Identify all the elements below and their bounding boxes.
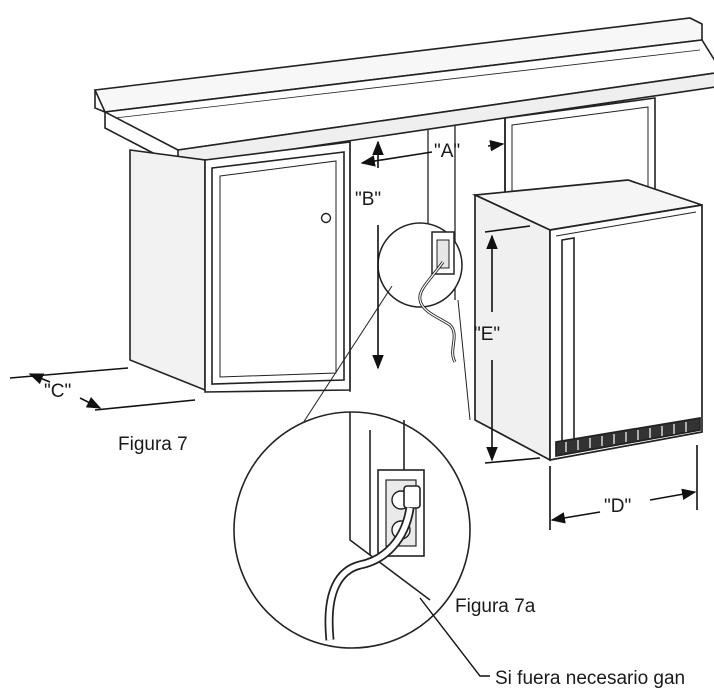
- refrigerator: [471, 179, 703, 462]
- dim-a-line: [360, 151, 433, 167]
- dim-d-line-left: [550, 511, 601, 524]
- dim-c-line-bottom: [79, 397, 102, 409]
- note-leader: [419, 597, 490, 677]
- label-d: "D": [604, 496, 631, 517]
- dimension-lines: [9, 140, 698, 530]
- outlet-detail-large: [233, 285, 471, 649]
- outlet-detail-small: [377, 222, 463, 363]
- door-handle: [561, 237, 575, 443]
- door-knob: [320, 212, 332, 224]
- caption-figure-7a: Figura 7a: [455, 596, 536, 617]
- label-a: "A": [434, 141, 460, 162]
- caption-figure-7: Figura 7: [118, 434, 188, 455]
- dim-c-line-top: [28, 373, 51, 385]
- dim-a-line-right: [487, 140, 505, 152]
- left-cabinet: [129, 141, 351, 393]
- kickplate-grille: [555, 416, 701, 458]
- label-c: "C": [44, 381, 71, 402]
- label-b: "B": [355, 189, 381, 210]
- countertop: [93, 17, 714, 167]
- label-e: "E": [474, 324, 500, 345]
- note-text: Si fuera necesario gan: [495, 668, 685, 689]
- dim-d-line-right: [649, 488, 697, 501]
